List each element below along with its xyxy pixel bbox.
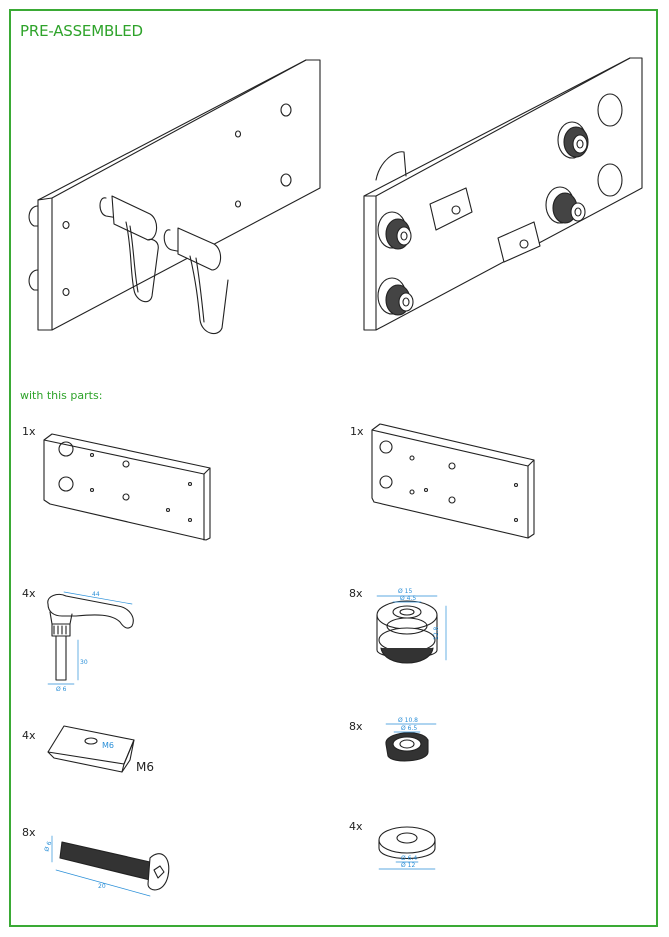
part-wheel: Ø 15 Ø 4.5 12.8	[376, 588, 447, 664]
lever-dimension-lines	[47, 591, 133, 685]
page-frame	[9, 9, 658, 927]
qty-washer: 4x	[349, 820, 363, 833]
spacer-dimension-lines	[385, 723, 437, 733]
wheel-dim-inner: Ø 4.5	[400, 595, 416, 602]
part-screw: Ø 6 20	[43, 835, 170, 897]
assembly-right-drawing	[363, 57, 643, 331]
washer-dimension-lines	[378, 861, 436, 870]
wheel-top-right	[557, 121, 589, 159]
wheel-upper-left	[377, 211, 412, 250]
part-washer: Ø 6.4 Ø 12	[378, 826, 436, 870]
qty-eccentric-spacer: 8x	[349, 720, 363, 733]
screw-dim-diameter: Ø 6	[43, 840, 53, 852]
screw-dimension-lines	[51, 835, 151, 897]
slot-nut-thread-label: M6	[102, 741, 114, 750]
page-title: PRE-ASSEMBLED	[20, 22, 143, 40]
slot-nut-label: M6	[136, 760, 154, 774]
washer-dim-inner: Ø 6.4	[401, 855, 417, 862]
lever-dim-height: 30	[80, 659, 88, 666]
washer-dim-outer: Ø 12	[401, 862, 415, 869]
qty-wheel: 8x	[349, 587, 363, 600]
qty-front-plate: 1x	[350, 425, 364, 438]
wheel-dim-outer: Ø 15	[398, 588, 412, 595]
lever-dim-diameter: Ø 6	[56, 686, 67, 693]
wheel-lower-left	[377, 277, 414, 316]
lever-dim-length: 44	[92, 591, 100, 598]
spacer-dim-inner: Ø 6.5	[401, 725, 417, 732]
wheel-dim-height: 12.8	[433, 626, 440, 640]
qty-slot-nut: 4x	[22, 729, 36, 742]
part-back-plate	[43, 433, 211, 541]
part-eccentric-spacer: Ø 10.8 Ø 6.5	[385, 717, 437, 762]
wheel-mid-right	[545, 186, 586, 224]
part-front-plate	[371, 423, 535, 539]
screw-dim-length: 20	[98, 883, 106, 890]
assembly-left-drawing	[28, 59, 321, 335]
qty-back-plate: 1x	[22, 425, 36, 438]
qty-screw: 8x	[22, 826, 36, 839]
part-clamp-lever: 44 30 Ø 6	[47, 591, 134, 693]
qty-clamp-lever: 4x	[22, 587, 36, 600]
part-slot-nut: M6	[47, 725, 135, 773]
spacer-dim-outer: Ø 10.8	[398, 717, 418, 724]
parts-section-label: with this parts:	[20, 389, 103, 402]
wheel-dimension-lines	[376, 595, 447, 661]
